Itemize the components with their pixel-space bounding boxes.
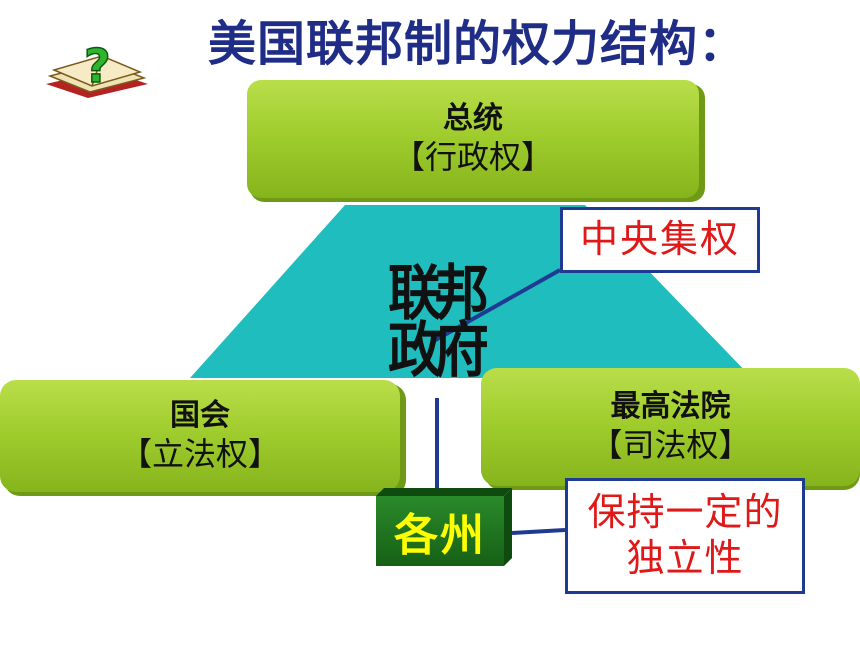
court-box-shape <box>481 368 860 490</box>
note-independence: 保持一定的 独立性 <box>565 478 805 594</box>
states-box-shape <box>376 488 512 566</box>
federal-government-label: 联邦 政府 <box>388 259 514 386</box>
congress-name: 国会 <box>170 398 230 433</box>
svg-text:?: ? <box>84 39 111 93</box>
states-label: 各州 <box>394 510 486 561</box>
congress-box-shape <box>0 380 406 496</box>
president-name: 总统 <box>443 101 503 136</box>
federal-line1: 联邦 <box>388 259 489 329</box>
federal-line2: 政府 <box>388 316 489 386</box>
connector-central <box>431 268 561 344</box>
congress-box: 国会 【立法权】 <box>0 380 400 492</box>
connector-independent <box>511 528 566 535</box>
court-power: 【司法权】 <box>590 426 751 464</box>
president-power: 【行政权】 <box>392 138 553 176</box>
president-box-shape <box>247 80 705 202</box>
court-box: 最高法院 【司法权】 <box>481 368 860 486</box>
note-independence-line2: 独立性 <box>626 536 744 580</box>
president-box: 总统 【行政权】 <box>247 80 699 198</box>
note-central-power: 中央集权 <box>560 207 760 273</box>
court-name: 最高法院 <box>610 389 731 424</box>
note-independence-line1: 保持一定的 <box>587 490 783 535</box>
congress-power: 【立法权】 <box>119 435 280 473</box>
book-question-icon: ? <box>46 38 148 98</box>
page-title: 美国联邦制的权力结构： <box>208 16 748 72</box>
